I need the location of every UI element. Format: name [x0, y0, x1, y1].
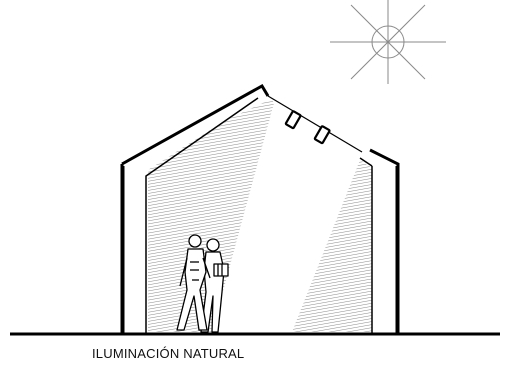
roof-left — [121, 83, 270, 166]
light-beams — [148, 93, 372, 332]
skylight — [313, 125, 331, 145]
person — [176, 234, 211, 331]
building-section — [120, 83, 400, 334]
roof-right — [369, 148, 400, 334]
sun-icon — [330, 0, 446, 84]
light-beam-right — [292, 160, 372, 332]
caption: ILUMINACIÓN NATURAL — [92, 346, 245, 361]
glazed-roof — [267, 95, 363, 153]
inner-wall-left — [145, 97, 259, 334]
skylight — [284, 110, 302, 130]
person — [200, 238, 229, 333]
